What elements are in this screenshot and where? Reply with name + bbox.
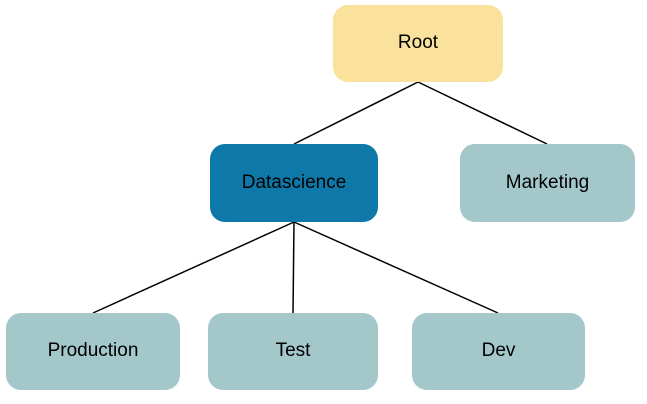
node-dev: Dev xyxy=(412,313,585,390)
node-root-label: Root xyxy=(397,32,439,54)
node-datascience-label: Datascience xyxy=(241,171,347,193)
connector-root-datascience xyxy=(293,81,419,145)
node-marketing: Marketing xyxy=(460,144,635,222)
node-test-label: Test xyxy=(275,340,311,362)
connector-datascience-test xyxy=(292,221,295,314)
node-marketing-label: Marketing xyxy=(505,171,590,193)
connector-datascience-production xyxy=(92,221,295,314)
node-test: Test xyxy=(208,313,378,390)
node-dev-label: Dev xyxy=(481,340,516,362)
node-production-label: Production xyxy=(47,340,139,362)
connector-root-marketing xyxy=(417,81,548,145)
node-datascience: Datascience xyxy=(210,144,378,222)
node-root: Root xyxy=(333,5,503,82)
connector-datascience-dev xyxy=(293,221,499,314)
node-production: Production xyxy=(6,313,180,390)
